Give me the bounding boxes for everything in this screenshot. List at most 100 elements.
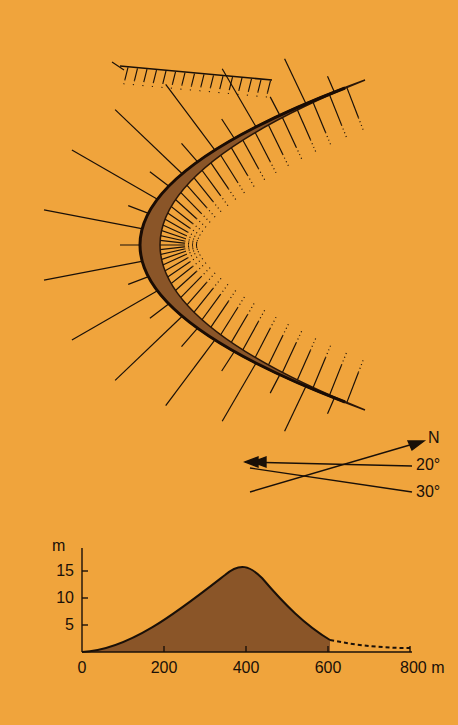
- hachure-stroke: [72, 283, 171, 340]
- hachure-stroke: [222, 359, 258, 421]
- hachure-stroke: [238, 296, 245, 308]
- hachure-stroke: [115, 309, 190, 381]
- hachure-stroke: [329, 365, 341, 396]
- hachure-stroke: [182, 73, 185, 85]
- hachure-stroke: [185, 247, 198, 252]
- compass-lines: [245, 441, 424, 492]
- axis-value: 5: [65, 617, 74, 633]
- hachure-stroke: [72, 150, 171, 207]
- hachure-stroke: [193, 224, 204, 233]
- hachure-stroke: [115, 110, 190, 182]
- hachure-stroke: [186, 249, 199, 255]
- hachure-stroke: [209, 87, 211, 93]
- hachure-stroke: [342, 352, 347, 365]
- hachure-stroke: [296, 330, 302, 343]
- hachure-stroke: [238, 90, 240, 96]
- hachure-stroke: [143, 81, 145, 87]
- hachure-stroke: [267, 336, 283, 369]
- hachure-stroke: [196, 262, 206, 271]
- hachure-stroke: [112, 62, 124, 70]
- hachure-stroke: [152, 82, 154, 88]
- hachure-stroke: [181, 85, 183, 91]
- axis-value: 400: [233, 660, 260, 676]
- hachure-stroke: [228, 290, 236, 302]
- hachure-stroke: [283, 154, 289, 167]
- hachure-stroke: [173, 72, 176, 84]
- hachure-stroke: [184, 241, 198, 244]
- profile-chart: [82, 548, 412, 652]
- hachure-stroke: [192, 74, 195, 86]
- hachure-stroke: [211, 75, 214, 87]
- hachure-stroke: [238, 182, 245, 194]
- compass-label: 30°: [416, 484, 440, 500]
- hachure-stroke: [171, 84, 173, 90]
- dune-crest: [140, 80, 365, 410]
- hachure-stroke: [285, 59, 307, 106]
- hachure-stroke: [258, 309, 265, 321]
- hachure-stroke: [247, 91, 249, 97]
- hachure-stroke: [342, 125, 347, 138]
- hachure-stroke: [220, 195, 228, 206]
- hachure-stroke: [193, 258, 204, 267]
- hachure-stroke: [296, 108, 310, 140]
- hachure-stroke: [188, 232, 200, 239]
- hachure-stroke: [230, 77, 233, 89]
- axis-value: 15: [56, 563, 74, 579]
- axis-value: 800 m: [400, 660, 444, 676]
- hachure-stroke: [296, 147, 302, 160]
- slope-hachures: [44, 59, 363, 431]
- hachure-stroke: [358, 118, 363, 131]
- hachure-stroke: [248, 175, 255, 187]
- hachure-stroke: [213, 201, 222, 212]
- hachure-stroke: [201, 213, 211, 223]
- hachure-stroke: [201, 74, 204, 86]
- hachure-stroke: [310, 140, 316, 153]
- hachure-stroke: [184, 245, 198, 247]
- hachure-stroke: [196, 219, 206, 228]
- hachure-stroke: [133, 80, 135, 86]
- hachure-stroke: [347, 87, 359, 118]
- hachure-stroke: [220, 76, 223, 88]
- hachure-stroke: [249, 79, 252, 91]
- axis-value: 0: [78, 660, 87, 676]
- hachure-stroke: [184, 246, 198, 249]
- hachure-stroke: [281, 343, 296, 376]
- axis-value: 200: [151, 660, 178, 676]
- hachure-stroke: [120, 66, 272, 80]
- hachure-stroke: [162, 83, 164, 89]
- hachure-stroke: [258, 168, 265, 180]
- hachure-stroke: [200, 86, 202, 92]
- compass-label: 20°: [416, 457, 440, 473]
- hachure-stroke: [312, 101, 325, 133]
- hachure-stroke: [220, 284, 228, 295]
- hachure-stroke: [207, 207, 216, 218]
- hachure-stroke: [283, 323, 289, 336]
- hachure-stroke: [326, 132, 331, 145]
- hachure-stroke: [228, 189, 236, 201]
- hachure-stroke: [188, 251, 200, 258]
- compass-label: N: [428, 430, 440, 446]
- hachure-stroke: [310, 338, 316, 351]
- axis-value: 600: [315, 660, 342, 676]
- hachure-stroke: [166, 84, 220, 156]
- axis-value: 10: [56, 590, 74, 606]
- hachure-stroke: [184, 244, 198, 245]
- hachure-stroke: [328, 76, 335, 93]
- hachure-stroke: [219, 88, 221, 94]
- axis-value: m: [52, 538, 65, 554]
- hachure-stroke: [257, 92, 259, 98]
- hachure-stroke: [326, 345, 331, 358]
- hachure-stroke: [347, 373, 359, 404]
- hachure-stroke: [296, 350, 310, 382]
- hachure-stroke: [166, 334, 220, 406]
- hachure-stroke: [270, 161, 277, 173]
- hachure-stroke: [186, 236, 199, 242]
- hachure-stroke: [207, 272, 216, 283]
- hachure-stroke: [184, 243, 198, 245]
- hachure-stroke: [281, 114, 296, 146]
- hachure-stroke: [358, 359, 363, 372]
- hachure-stroke: [135, 68, 138, 80]
- hachure-stroke: [185, 239, 198, 244]
- hachure-stroke: [239, 78, 242, 90]
- hachure-stroke: [266, 93, 268, 99]
